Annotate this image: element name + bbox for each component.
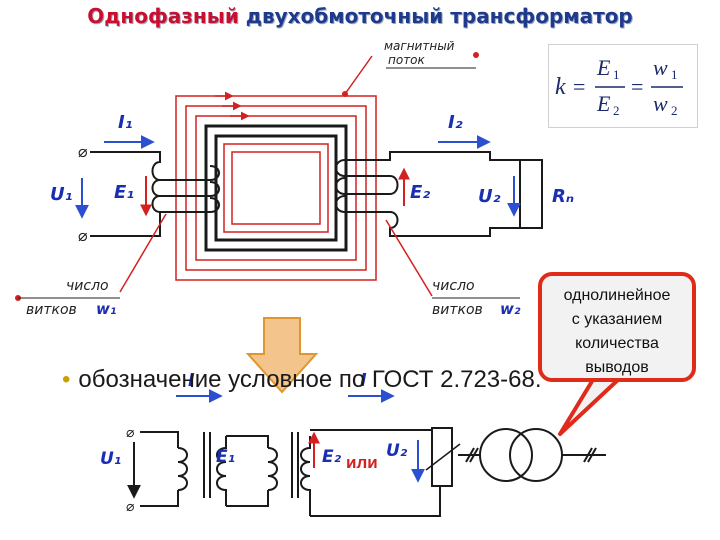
gost-label-e2: E₂ [322, 447, 342, 467]
bubble-line4: выводов [585, 359, 649, 376]
gost-terminal-b: ⌀ [126, 499, 135, 515]
terminal-1b: ⌀ [78, 226, 88, 245]
bubble-line2: с указанием [571, 311, 663, 328]
flux-pointer-end [342, 91, 348, 97]
formula-w2: w [653, 91, 668, 116]
formula-w2-sub: 2 [671, 103, 678, 118]
label-e1: E₁ [114, 182, 134, 203]
callout-bubble: однолинейное с указанием количества выво… [538, 272, 696, 382]
gost-load-arrow [425, 443, 461, 471]
formula-e2-sub: 2 [613, 103, 620, 118]
label-u1: U₁ [50, 184, 73, 205]
label-i1: I₁ [118, 112, 133, 133]
bullet-text: обозначение условное по ГОСТ 2.723-68. [78, 366, 542, 393]
formula-eq1: = [573, 74, 585, 99]
gost-label-e1: E₁ [216, 447, 235, 467]
bubble-tail [558, 376, 622, 436]
ratio-formula: k = E 1 E 2 = w 1 w 2 [548, 44, 698, 128]
turns1-pointer [119, 213, 167, 293]
load-resistor [519, 159, 543, 229]
label-e2: E₂ [410, 182, 430, 203]
formula-e1: E [596, 55, 611, 80]
label-i2: I₂ [448, 112, 463, 133]
gost-label-u2: U₂ [386, 441, 408, 461]
label-u2: U₂ [478, 186, 501, 207]
single-line-transformer [458, 428, 606, 482]
page-title: Однофазный двухобмоточный трансформатор [0, 4, 720, 28]
flux-label-line1: магнитный [384, 39, 455, 53]
gost-label-i2: I [360, 370, 367, 391]
turns1-w: w₁ [96, 300, 116, 318]
bubble-line1: однолинейное [563, 287, 671, 304]
flux-pointer-line [344, 55, 373, 95]
turns2-pointer [385, 219, 433, 297]
formula-e2: E [596, 91, 611, 116]
formula-k: k [555, 74, 566, 100]
gost-ili: или [346, 453, 378, 472]
gost-bullet: • обозначение условное по ГОСТ 2.723-68. [62, 366, 542, 394]
transformer-core [175, 95, 377, 281]
gost-label-u1: U₁ [100, 449, 121, 469]
turns2-line2: витков [432, 302, 483, 318]
formula-w1-sub: 1 [671, 67, 678, 82]
flux-arrows [215, 91, 250, 121]
label-rn: Rₙ [552, 186, 574, 207]
gost-label-i1: I [188, 370, 195, 391]
terminal-1a: ⌀ [78, 142, 88, 161]
flux-label-line2: поток [388, 53, 426, 67]
formula-w1: w [653, 55, 668, 80]
turns2-line1: число [432, 278, 475, 294]
primary-winding [90, 151, 220, 237]
title-rest: двухобмоточный трансформатор [245, 4, 633, 28]
turns1-line1: число [66, 278, 109, 294]
turns1-line2: витков [26, 302, 77, 318]
formula-eq2: = [631, 74, 643, 99]
secondary-winding [335, 151, 520, 237]
title-highlight: Однофазный [87, 4, 239, 28]
gost-terminal-a: ⌀ [126, 425, 135, 441]
bubble-line3: количества [575, 335, 659, 352]
big-down-arrow [245, 317, 319, 394]
turns2-w: w₂ [500, 300, 521, 318]
formula-e1-sub: 1 [613, 67, 620, 82]
bullet-dot: • [62, 366, 71, 393]
flux-pointer-dot [473, 52, 479, 58]
